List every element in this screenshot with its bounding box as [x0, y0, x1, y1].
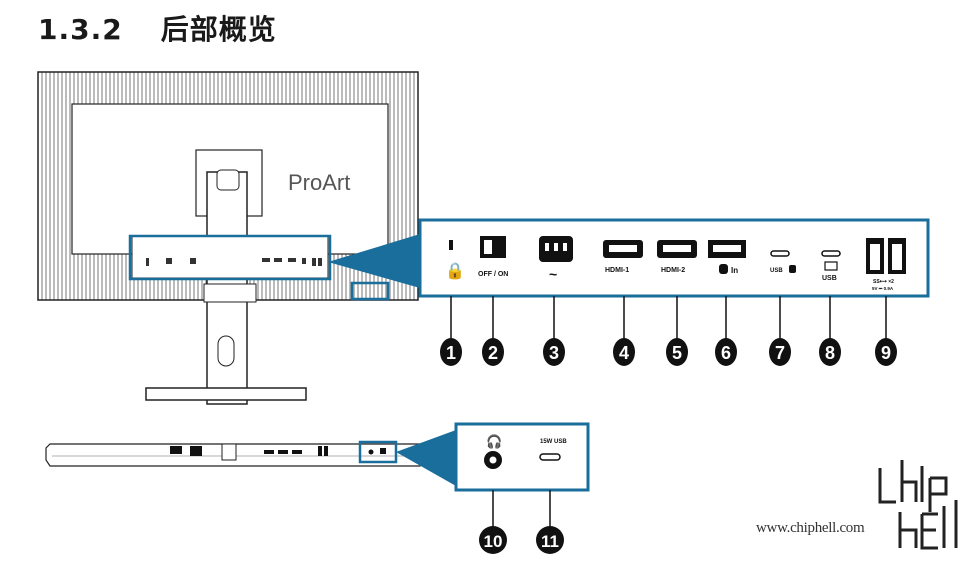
port-label-7: USB — [770, 268, 783, 274]
monitor-bottom-view — [45, 440, 425, 467]
svg-text:5: 5 — [672, 343, 682, 363]
svg-text:7: 7 — [775, 343, 785, 363]
svg-text:2: 2 — [488, 343, 498, 363]
svg-text:3: 3 — [549, 343, 559, 363]
port-label-11: 15W USB — [540, 439, 567, 445]
watermark-url: www.chiphell.com — [756, 520, 865, 536]
callout-pointer — [328, 234, 420, 288]
svg-text:1: 1 — [446, 343, 456, 363]
callout-number-9: 9 — [875, 338, 897, 366]
leader-lines — [450, 296, 887, 340]
usb-c-dp-port-icon — [770, 250, 790, 257]
port-sublabel-9: 5V ⎓ 0.9A — [872, 286, 894, 291]
port-label-3: ~ — [549, 266, 557, 282]
svg-text:11: 11 — [541, 532, 559, 551]
svg-text:8: 8 — [825, 343, 835, 363]
svg-text:4: 4 — [619, 343, 629, 363]
port-label-9: SS⟷ ×2 — [873, 279, 894, 285]
port-label-6: In — [731, 266, 738, 275]
section-title: 后部概览 — [160, 13, 277, 46]
power-switch-icon — [480, 236, 506, 258]
callout-number-8: 8 — [819, 338, 841, 366]
callout-number-2: 2 — [482, 338, 504, 366]
section-heading: 1.3.2 后部概览 — [38, 8, 277, 48]
callout-number-11: 11 — [536, 526, 564, 554]
port-label-4: HDMI-1 — [605, 267, 629, 274]
callout-number-7: 7 — [769, 338, 791, 366]
port-label-2: OFF / ON — [478, 271, 508, 278]
svg-text:6: 6 — [721, 343, 731, 363]
callout-number-3: 3 — [543, 338, 565, 366]
port-label-5: HDMI-2 — [661, 267, 685, 274]
kensington-lock-slot-icon — [449, 240, 453, 250]
port-label-8: USB — [822, 275, 837, 282]
callout-pointer-bottom — [396, 430, 456, 486]
svg-text:9: 9 — [881, 343, 891, 363]
callout-number-5: 5 — [666, 338, 688, 366]
monitor-rear-view: ProArt — [37, 71, 419, 405]
bottom-ports-detail: 🎧 15W USB — [454, 422, 590, 492]
chiphell-watermark-logo — [878, 460, 958, 550]
kensington-lock-icon: 🔒 — [445, 261, 465, 280]
callout-numbers: 1 2 3 4 5 6 7 8 9 — [440, 338, 897, 366]
callout-number-6: 6 — [715, 338, 737, 366]
rear-ports-detail: 🔒 OFF / ON ~ HDMI-1 HDMI-2 In USB USB — [418, 218, 930, 298]
callout-number-1: 1 — [440, 338, 462, 366]
usb-c-15w-port-icon — [539, 453, 561, 461]
usb-upstream-icon — [824, 261, 838, 271]
callout-number-4: 4 — [613, 338, 635, 366]
usb-c-upstream-port-icon — [821, 250, 841, 257]
brand-logo: ProArt — [288, 170, 350, 195]
dp-logo-icon — [719, 264, 728, 274]
callout-number-10: 10 — [479, 526, 507, 554]
headphone-icon: 🎧 — [486, 434, 502, 450]
section-number: 1.3.2 — [38, 13, 123, 46]
svg-text:10: 10 — [484, 532, 503, 551]
